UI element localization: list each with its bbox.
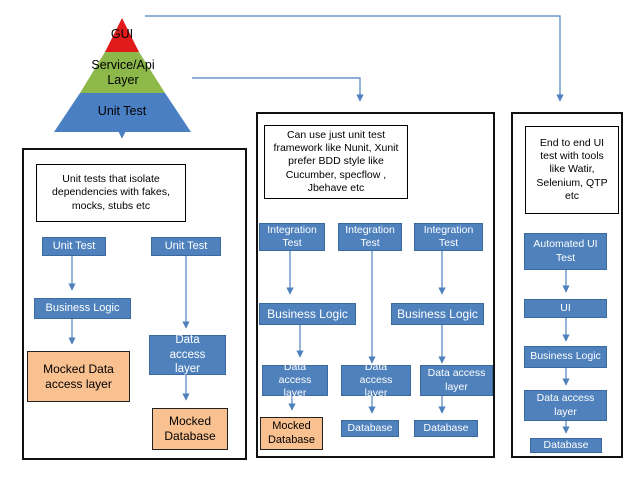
lp-data-access-layer: Data access layer [149, 334, 226, 375]
mp-database-2: Database [414, 420, 478, 437]
mp-database-1: Database [341, 420, 399, 437]
pyramid-service-label: Service/Api Layer [91, 58, 155, 87]
right-panel-note: End to end UI test with tools like Watir… [525, 126, 619, 214]
mp-business-logic-2: Business Logic [391, 303, 484, 325]
rp-business-logic: Business Logic [524, 346, 607, 368]
pyramid-tier-gui [105, 18, 139, 52]
lp-mocked-data-access-layer: Mocked Data access layer [27, 351, 130, 402]
pyramid-gui-label: GUI [110, 26, 134, 41]
right-panel [511, 112, 623, 458]
pyramid-tier-unit [54, 93, 191, 132]
mp-data-access-layer-3: Data access layer [420, 365, 493, 396]
lp-mocked-database: Mocked Database [152, 408, 228, 450]
lp-unit-test-1: Unit Test [42, 237, 106, 256]
rp-database: Database [530, 438, 602, 453]
mp-data-access-layer-1: Data access layer [262, 361, 328, 399]
pyramid-unit-label: Unit Test [97, 103, 147, 118]
mp-mocked-database: Mocked Database [260, 417, 323, 450]
mp-integration-test-3: Integration Test [414, 223, 483, 251]
connector-service-to-middle-panel [192, 77, 364, 102]
middle-panel-note: Can use just unit test framework like Nu… [264, 125, 408, 199]
lp-business-logic: Business Logic [34, 298, 131, 319]
rp-data-access-layer: Data access layer [524, 390, 607, 421]
lp-unit-test-2: Unit Test [151, 237, 221, 256]
mp-integration-test-2: Integration Test [338, 223, 402, 251]
middle-panel [256, 112, 495, 458]
pyramid-tier-service [80, 52, 165, 93]
mp-business-logic-1: Business Logic [259, 303, 356, 325]
rp-ui: UI [524, 299, 607, 318]
left-panel [22, 148, 247, 460]
mp-integration-test-1: Integration Test [259, 223, 325, 251]
mp-data-access-layer-2: Data access layer [341, 361, 411, 399]
rp-automated-ui-test: Automated UI Test [524, 233, 607, 270]
left-panel-note: Unit tests that isolate dependencies wit… [36, 164, 186, 222]
connector-gui-to-right-panel [145, 15, 564, 102]
